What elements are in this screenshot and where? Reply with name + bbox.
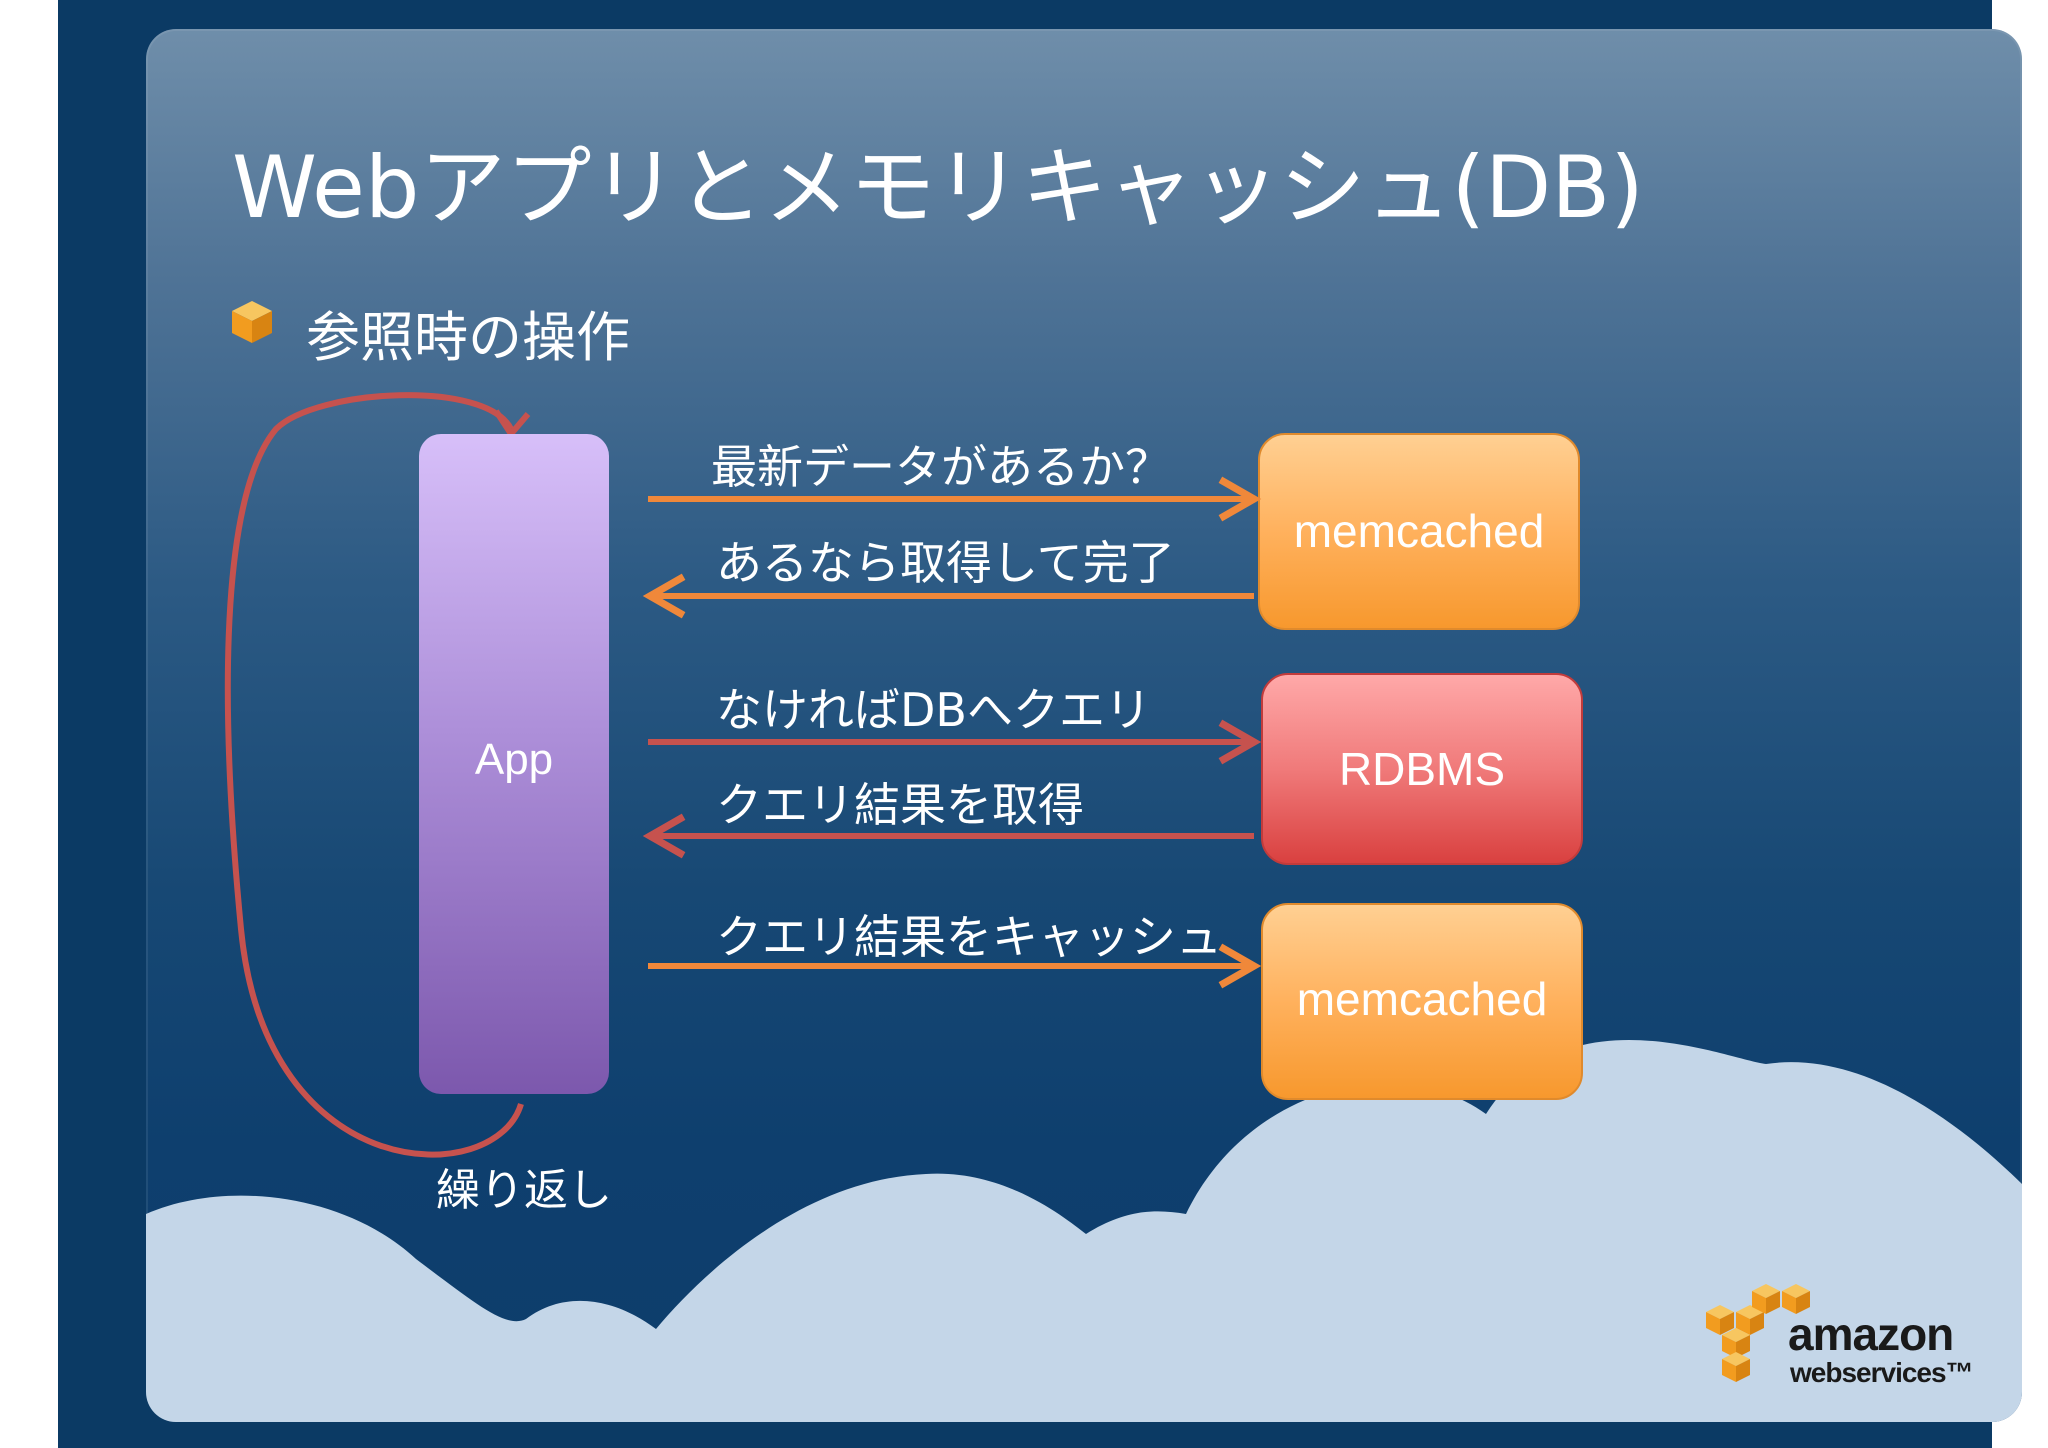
loop-arrow <box>224 392 524 1158</box>
loop-label: 繰り返し <box>436 1165 612 1216</box>
slide: Webアプリとメモリキャッシュ(DB) 参照時の操作 App memcached… <box>146 29 2022 1422</box>
logo-word-webservices: webservices™ <box>1790 1357 1974 1388</box>
memcached-top-label: memcached <box>1293 505 1545 557</box>
step-3-label: なければDBへクエリ <box>716 683 1151 737</box>
memcached-top-box <box>1258 433 1580 630</box>
bullet-text: 参照時の操作 <box>306 306 630 369</box>
step-1-label: 最新データがあるか？ <box>711 440 1171 494</box>
app-box <box>419 434 609 1094</box>
step-2-label: あるなら取得して完了 <box>716 536 1175 590</box>
slide-title: Webアプリとメモリキャッシュ(DB) <box>232 138 1644 238</box>
memcached-bottom-label: memcached <box>1296 973 1548 1025</box>
step-4-label: クエリ結果を取得 <box>716 778 1084 832</box>
cloud-shape <box>146 1039 2022 1422</box>
aws-logo-icon <box>1706 1284 1810 1382</box>
rdbms-label: RDBMS <box>1338 743 1506 795</box>
app-label: App <box>474 735 554 784</box>
loop-arrow-head <box>493 409 531 440</box>
aws-logo: amazon webservices™ <box>1706 1287 2006 1407</box>
rdbms-box <box>1261 673 1583 865</box>
memcached-bottom-box <box>1261 903 1583 1100</box>
logo-word-amazon: amazon <box>1788 1308 1954 1360</box>
bullet-cube-icon <box>232 301 272 343</box>
cloud-background <box>146 301 2022 1422</box>
slide-frame: Webアプリとメモリキャッシュ(DB) 参照時の操作 App memcached… <box>58 0 2022 1448</box>
step-5-label: クエリ結果をキャッシュ <box>716 910 1222 964</box>
